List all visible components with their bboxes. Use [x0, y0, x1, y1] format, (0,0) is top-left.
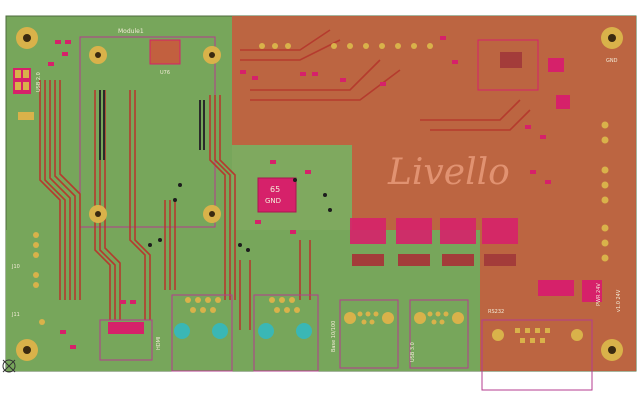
ethernet-connector-2 — [253, 294, 319, 372]
lower-board-area — [6, 230, 480, 371]
mounting-hole-tr — [601, 27, 623, 49]
chip-u76: U76 — [149, 39, 181, 76]
upper-right-ic-cluster — [477, 39, 570, 109]
mounting-hole-m2 — [203, 46, 221, 64]
mounting-hole-bl — [16, 339, 38, 361]
mounting-hole-m3 — [89, 205, 107, 223]
gnd-right-label: GND — [606, 58, 618, 64]
power-label: PWR 24V — [596, 283, 602, 306]
version-label: v1.0 24V — [616, 289, 622, 312]
ethernet-connector-1 — [171, 294, 233, 372]
svg-text:U76: U76 — [160, 70, 170, 76]
usb30-label: USB 3.0 — [410, 342, 416, 362]
gnd-chip-line2: GND — [265, 197, 281, 205]
right-edge-pads — [601, 121, 609, 262]
via-scatter — [148, 178, 332, 252]
gnd-chip-line1: 65 — [270, 185, 280, 194]
pad-j3 — [18, 112, 34, 120]
gnd-chip: 65 GND — [257, 177, 297, 213]
mounting-holes — [16, 27, 623, 361]
top-header-pins — [259, 43, 433, 49]
db9-connector-2 — [409, 299, 469, 369]
ethernet-label: Base 10/100 — [331, 321, 337, 352]
rs232-label: RS232 — [488, 309, 504, 315]
mounting-hole-m4 — [203, 205, 221, 223]
module-label: Module1 — [118, 28, 144, 35]
dark-traces — [99, 90, 205, 160]
j11-label: J11 — [11, 312, 20, 318]
hdmi-label: HDMI — [156, 337, 162, 350]
j10-label: J10 — [11, 264, 20, 270]
rs232-connector — [481, 319, 593, 391]
power-block-row — [350, 218, 518, 266]
hdmi-connector — [99, 319, 153, 361]
usb-side-label: USB 2.0 — [36, 72, 42, 92]
left-header-pads — [33, 232, 45, 325]
db9-connector-1 — [339, 299, 399, 369]
smd-pad-scatter — [48, 36, 551, 349]
mounting-hole-m1 — [89, 46, 107, 64]
terminal-block-right — [538, 280, 602, 302]
origin-marker-icon — [2, 359, 16, 373]
copper-pour-region — [232, 16, 636, 371]
connector-j1 — [13, 68, 31, 94]
livello-logo: Livello — [387, 152, 510, 193]
mounting-hole-br — [601, 339, 623, 361]
module-traces — [39, 29, 531, 330]
mounting-hole-tl — [16, 27, 38, 49]
